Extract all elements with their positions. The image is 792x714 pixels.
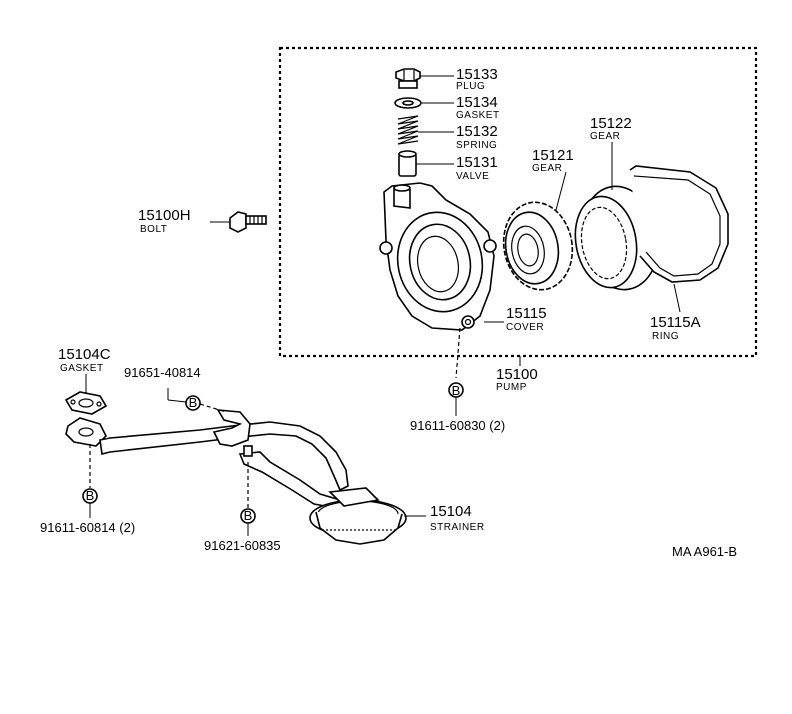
spring-name: SPRING [456, 140, 497, 151]
ring-number: 15115A [650, 314, 701, 331]
pipe-gasket-number: 15104C [58, 346, 111, 363]
marker-b-pipe: B [82, 488, 98, 504]
gasket-small-name: GASKET [456, 110, 500, 121]
spring-number: 15132 [456, 123, 498, 140]
cover-name: COVER [506, 322, 544, 333]
strainer-name: STRAINER [430, 522, 485, 533]
marker-b-bracket-label: B [244, 508, 253, 523]
marker-b-pump: B [448, 382, 464, 398]
o-ring-part [629, 165, 729, 283]
callout-pipe-gasket: 15104C GASKET [58, 346, 111, 374]
ring-leader [673, 283, 681, 313]
drive-gear-name: GEAR [532, 163, 562, 174]
pipe-gasket-part [64, 391, 108, 415]
gasket-small-part [394, 97, 422, 109]
pump-name: PUMP [496, 382, 527, 393]
pump-bolt-part [229, 211, 267, 233]
drive-gear-number: 15121 [532, 147, 574, 164]
callout-pump-bolt: 15100H BOLT [138, 207, 191, 235]
callout-valve: 15131 VALVE [456, 154, 498, 182]
valve-name: VALVE [456, 171, 489, 182]
plug-number: 15133 [456, 66, 498, 83]
pump-number: 15100 [496, 366, 538, 383]
strainer-number: 15104 [430, 503, 472, 520]
pump-cover-part [379, 182, 497, 331]
clamp-bolt-path [199, 403, 227, 413]
valve-part [398, 150, 417, 177]
ref-bolt-clamp: 91651-40814 [124, 365, 201, 380]
marker-b-clamp: B [185, 395, 201, 411]
marker-b-pipe-label: B [86, 488, 95, 503]
clamp-bolt-leader-2 [167, 399, 187, 403]
callout-ring: 15115A RING [650, 314, 701, 342]
pipe-gasket-name: GASKET [60, 363, 104, 374]
callout-gasket-small: 15134 GASKET [456, 94, 500, 121]
callout-drive-gear: 15121 GEAR [532, 147, 574, 174]
ref-bolt-pipe: 91611-60814 (2) [40, 520, 135, 535]
callout-strainer: 15104 STRAINER [430, 503, 485, 533]
drive-gear-leader [555, 171, 567, 211]
ref-bolt-bracket: 91621-60835 [204, 538, 281, 553]
callout-plug: 15133 PLUG [456, 66, 498, 92]
driven-gear-name: GEAR [590, 131, 620, 142]
plug-name: PLUG [456, 81, 485, 92]
driven-gear-number: 15122 [590, 115, 632, 132]
ref-bolt-pump: 91611-60830 (2) [410, 418, 505, 433]
callout-cover: 15115 COVER [506, 305, 547, 333]
pump-bolt-name: BOLT [140, 224, 167, 235]
ring-name: RING [652, 331, 679, 342]
oil-pipe-part [65, 409, 349, 492]
pump-assembly-frame [278, 46, 758, 358]
cover-number: 15115 [506, 305, 547, 322]
marker-b-clamp-label: B [189, 395, 198, 410]
callout-pump: 15100 PUMP [496, 366, 538, 393]
pump-bolt-path [455, 327, 461, 379]
callout-driven-gear: 15122 GEAR [590, 115, 632, 142]
marker-b-pump-label: B [452, 383, 461, 398]
drawing-code: MA A961-B [672, 544, 737, 559]
callout-spring: 15132 SPRING [456, 123, 498, 151]
spring-part [397, 115, 419, 145]
marker-b-bracket: B [240, 508, 256, 524]
valve-number: 15131 [456, 154, 498, 171]
gasket-small-number: 15134 [456, 94, 498, 111]
strainer-part [309, 487, 407, 545]
plug-part [395, 68, 421, 89]
pump-bolt-number: 15100H [138, 207, 191, 224]
drive-gear-part [502, 201, 574, 291]
